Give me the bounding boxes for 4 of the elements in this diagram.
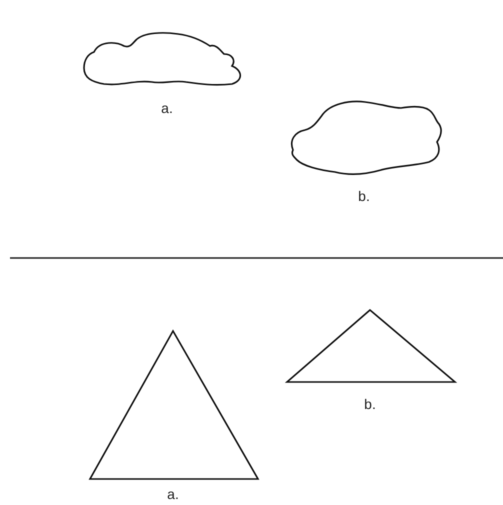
shape-caption: a. [167,486,179,502]
shape-caption: b. [364,396,376,412]
shape-caption: b. [358,188,370,204]
shape-caption: a. [161,100,173,116]
